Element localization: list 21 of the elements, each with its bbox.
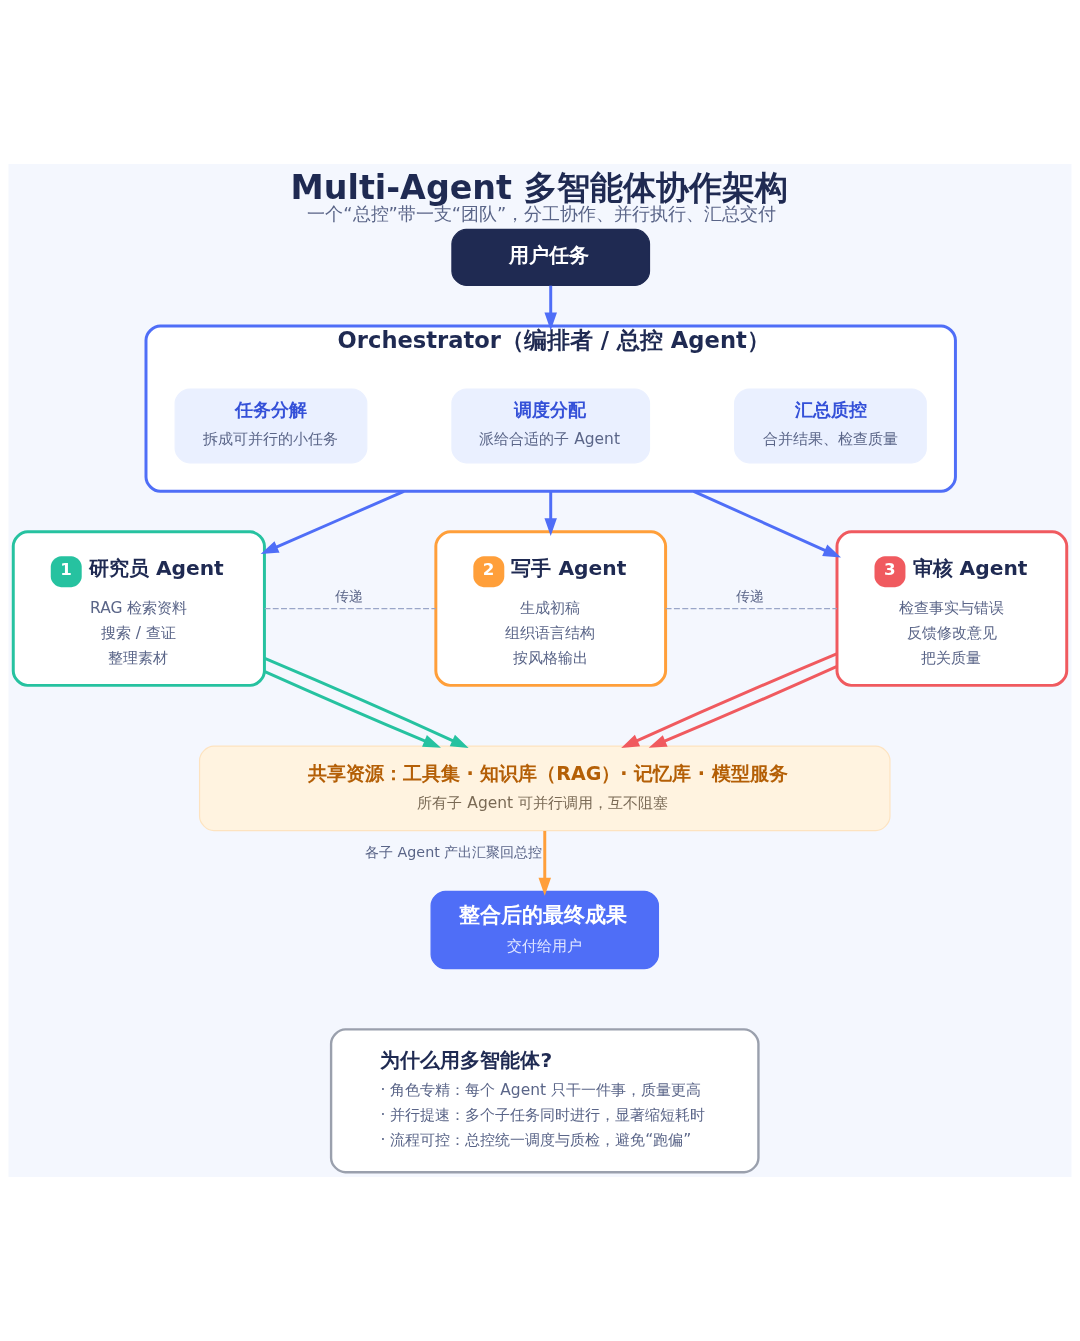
arrow	[544, 491, 557, 537]
node-box: 用户任务	[451, 228, 651, 286]
node-box: 3 审核 Agent 检查事实与错误 反馈修改意见 把关质量	[835, 530, 1069, 687]
connector	[665, 608, 838, 610]
arrow	[538, 830, 552, 896]
node-box: 为什么用多智能体? · 角色专精：每个 Agent 只干一件事，质量更高 · 并行提速：多个子任务同时进行，显著缩短耗时 · 流程可控：总控统一调度与质检，避免“跑偏”	[329, 1028, 760, 1174]
arrow	[621, 652, 838, 748]
node-box: 1 研究员 Agent RAG 检索资料 搜索 / 查证 整理素材	[11, 530, 266, 687]
arrow	[260, 490, 405, 555]
edge-label: 各子 Agent 产出汇聚回总控	[365, 844, 543, 861]
arrow	[264, 657, 469, 748]
node-box: 整合后的最终成果 交付给用户	[430, 890, 660, 970]
node-box: 2 写手 Agent 生成初稿 组织语言结构 按风格输出	[434, 530, 668, 687]
arrow	[544, 285, 557, 331]
edge-label: 传递	[335, 587, 364, 604]
node-box: 共享资源：工具集 · 知识库（RAG）· 记忆库 · 模型服务 所有子 Agent 可并行调用，互不阻塞	[198, 745, 891, 832]
edge-label: 传递	[736, 587, 765, 604]
arrow	[693, 490, 842, 558]
arrow	[264, 670, 441, 748]
connector	[264, 608, 437, 610]
arrow	[648, 665, 838, 748]
